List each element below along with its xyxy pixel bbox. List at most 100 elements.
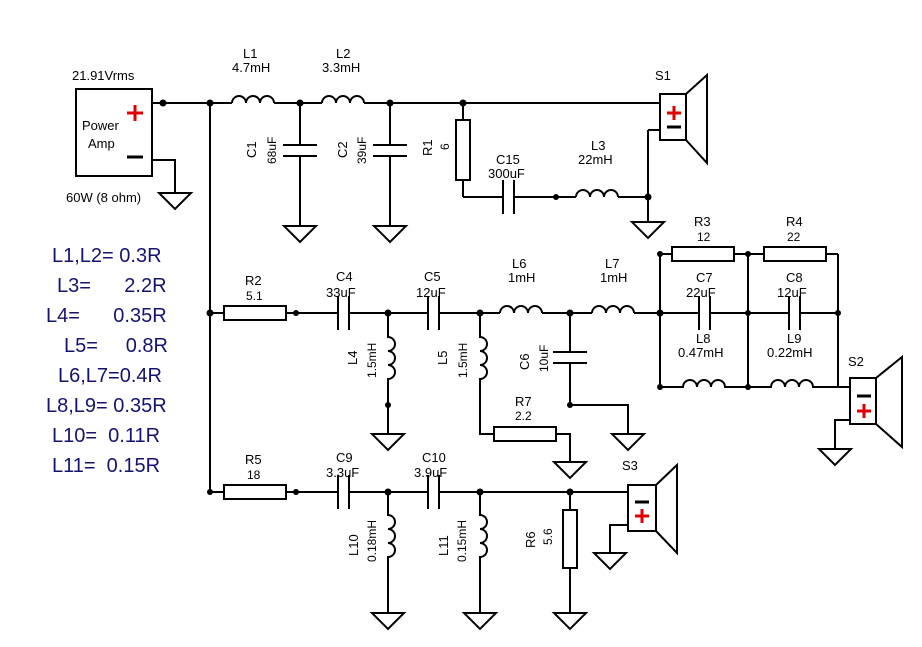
R3-ref: R3	[694, 214, 711, 229]
C6-ref: C6	[517, 353, 532, 370]
C7-value: 22uF	[686, 285, 716, 300]
amp-voltage-label: 21.91Vrms	[72, 68, 135, 83]
capacitor-C6: C6 10uF	[517, 313, 647, 452]
tweeter-branch: R5 18 C9 3.3uF C10 3.9uF L10 0.18mH	[207, 450, 678, 631]
S3-plus-icon	[635, 509, 649, 523]
amp-name-line1: Power	[82, 118, 120, 133]
note-line: L1,L2= 0.3R	[52, 245, 162, 267]
R7-value: 2.2	[515, 409, 532, 423]
R4-value: 22	[787, 230, 801, 244]
capacitor-C9: C9 3.3uF	[326, 450, 359, 509]
S1-ref: S1	[655, 68, 671, 83]
ground-icon	[369, 433, 407, 452]
inductor-L8: L8 0.47mH	[660, 331, 748, 388]
capacitor-C10: C10 3.9uF	[414, 450, 447, 509]
ground-icon	[591, 552, 629, 571]
L3-value: 22mH	[578, 152, 613, 167]
L4-ref: L4	[345, 351, 360, 365]
ground-icon	[551, 461, 589, 480]
inductor-L4: L4 1.5mH	[345, 313, 396, 434]
L1-value: 4.7mH	[232, 60, 270, 75]
resistor-R6: R6 5.6	[523, 492, 589, 631]
C15-ref: C15	[496, 152, 520, 167]
R7-ref: R7	[515, 394, 532, 409]
C6-value: 10uF	[537, 345, 551, 372]
note-line: L11= 0.15R	[52, 455, 160, 477]
L3-ref: L3	[591, 138, 605, 153]
woofer-branch: L1 4.7mH L2 3.3mH C1 68uF C2 39uF	[210, 46, 708, 244]
L10-value: 0.18mH	[365, 520, 379, 562]
R2-ref: R2	[245, 273, 262, 288]
capacitor-C5: C5 12uF	[416, 269, 446, 330]
C5-ref: C5	[424, 269, 441, 284]
L11-value: 0.15mH	[455, 520, 469, 562]
capacitor-C2: C2 39uF	[335, 103, 409, 244]
R4-ref: R4	[786, 214, 803, 229]
R5-ref: R5	[245, 452, 262, 467]
L2-ref: L2	[336, 46, 350, 61]
capacitor-C1: C1 68uF	[244, 103, 319, 244]
L8-value: 0.47mH	[678, 345, 724, 360]
R2-value: 5.1	[246, 289, 263, 303]
resistor-R1: R1 6	[420, 103, 471, 197]
S1-plus-icon	[667, 106, 681, 120]
L2-value: 3.3mH	[322, 60, 360, 75]
inductor-L7: L7 1mH	[591, 256, 635, 314]
amp-name-line2: Amp	[88, 136, 115, 151]
L6-value: 1mH	[508, 270, 535, 285]
L5-value: 1.5mH	[456, 343, 470, 378]
C9-value: 3.3uF	[326, 465, 359, 480]
L10-ref: L10	[346, 534, 361, 556]
inductor-L11: L11 0.15mH	[436, 492, 499, 631]
ground-icon	[629, 221, 667, 240]
ground-icon	[156, 192, 194, 211]
L9-ref: L9	[787, 331, 801, 346]
note-line: L10= 0.11R	[52, 425, 160, 447]
ground-icon	[281, 225, 319, 244]
L8-ref: L8	[696, 331, 710, 346]
R6-ref: R6	[523, 531, 538, 548]
ground-icon	[816, 448, 854, 467]
ground-icon	[609, 433, 647, 452]
note-line: L3= 2.2R	[57, 275, 167, 297]
L6-ref: L6	[512, 256, 526, 271]
C2-value: 39uF	[355, 137, 369, 164]
C5-value: 12uF	[416, 285, 446, 300]
resistor-R4: R4 22	[748, 214, 838, 262]
note-line: L8,L9= 0.35R	[46, 395, 167, 417]
ground-icon	[551, 612, 589, 631]
amp-box	[75, 88, 153, 177]
capacitor-C7: C7 22uF	[660, 270, 748, 330]
C8-value: 12uF	[777, 285, 807, 300]
ground-icon	[461, 612, 499, 631]
L4-value: 1.5mH	[365, 343, 379, 378]
S2-plus-icon	[857, 404, 871, 418]
dcr-notes: L1,L2= 0.3R L3= 2.2R L4= 0.35R L5= 0.8R …	[46, 245, 168, 477]
L9-value: 0.22mH	[767, 345, 813, 360]
C7-ref: C7	[696, 270, 713, 285]
speaker-S1: S1	[655, 68, 708, 166]
ground-icon	[369, 612, 407, 631]
L5-ref: L5	[435, 351, 450, 365]
C4-value: 33uF	[326, 285, 356, 300]
midrange-branch: R2 5.1 C4 33uF C5 12uF L4 1.5mH	[210, 214, 903, 480]
C1-ref: C1	[244, 141, 259, 158]
resistor-R3: R3 12	[660, 214, 748, 262]
C2-ref: C2	[335, 141, 350, 158]
inductor-L6: L6 1mH	[499, 256, 543, 314]
amp-rating-label: 60W (8 ohm)	[66, 190, 141, 205]
inductor-L1: L1 4.7mH	[231, 46, 275, 104]
L7-value: 1mH	[600, 270, 627, 285]
R6-value: 5.6	[541, 528, 555, 545]
speaker-S3: S3	[591, 458, 678, 571]
resistor-R5: R5 18	[223, 452, 287, 500]
C10-value: 3.9uF	[414, 465, 447, 480]
capacitor-C8: C8 12uF	[748, 270, 838, 330]
C1-value: 68uF	[265, 137, 279, 164]
L11-ref: L11	[436, 535, 451, 556]
inductor-L10: L10 0.18mH	[346, 492, 407, 631]
S2-ref: S2	[848, 354, 864, 369]
capacitor-C4: C4 33uF	[326, 269, 356, 330]
note-line: L5= 0.8R	[64, 335, 168, 357]
S3-ref: S3	[622, 458, 638, 473]
